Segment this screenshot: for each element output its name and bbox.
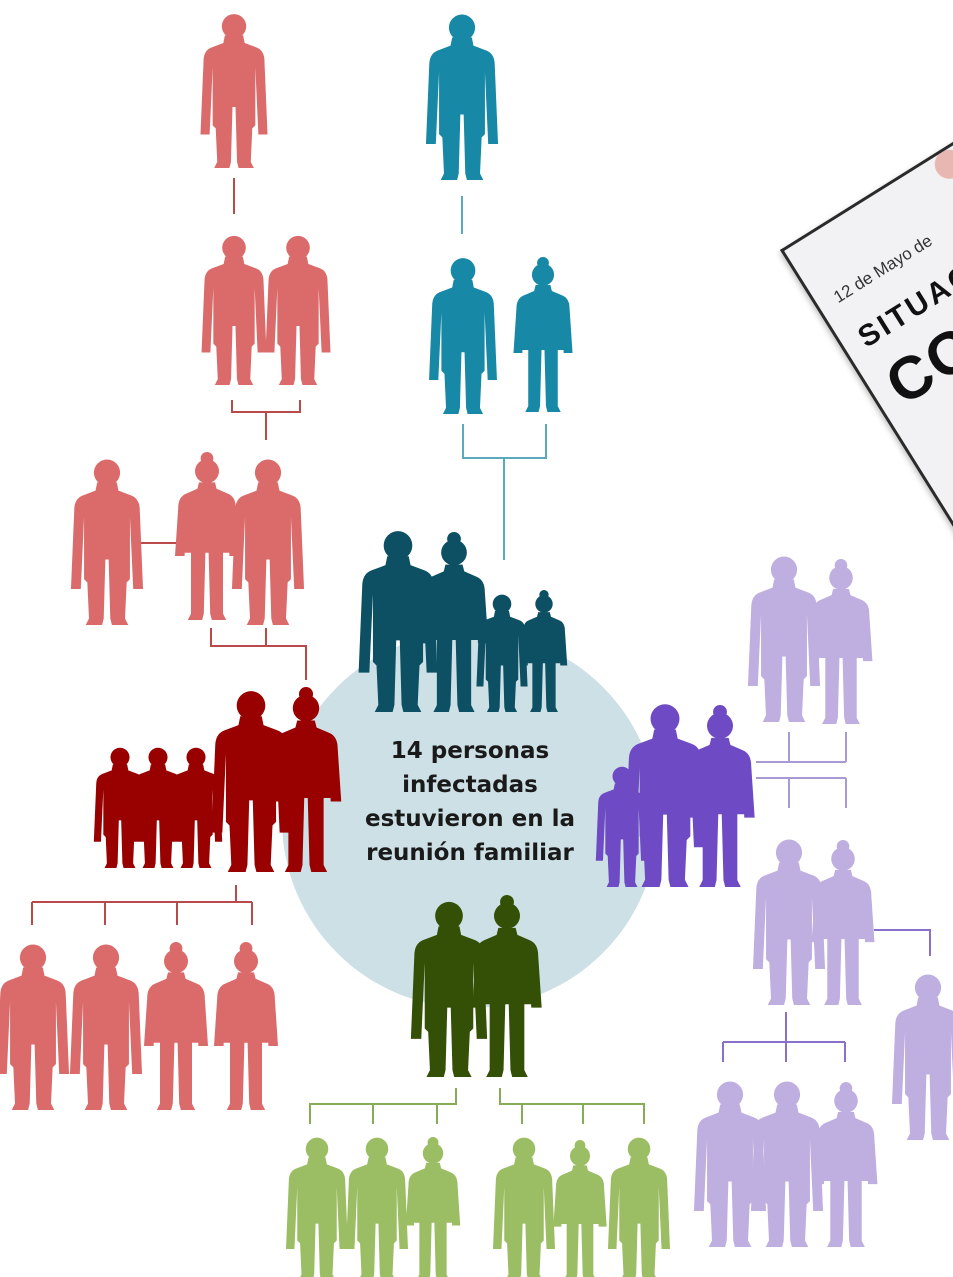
man-figure-lavender: [750, 1081, 824, 1247]
man-figure-salmon: [265, 235, 331, 385]
man-figure-light-green: [607, 1137, 671, 1277]
man-figure-light-green: [345, 1137, 409, 1277]
center-label-line4: reunión familiar: [366, 840, 574, 866]
man-figure-salmon: [70, 459, 144, 625]
man-figure-light-green: [285, 1137, 349, 1277]
man-figure-light-green: [492, 1137, 556, 1277]
connector-line-salmon: [210, 628, 307, 680]
man-figure-salmon: [0, 944, 70, 1110]
man-figure-salmon: [69, 944, 143, 1110]
man-figure-teal: [425, 14, 499, 180]
connector-line-purple: [722, 1012, 846, 1062]
man-figure-lavender: [891, 974, 953, 1140]
woman-figure-lavender: [814, 1082, 878, 1247]
connector-line-salmon: [31, 885, 253, 925]
connector-line-teal: [462, 424, 547, 560]
woman-figure-purple: [685, 705, 755, 887]
connector-line-light-green: [499, 1088, 645, 1124]
man-figure-teal: [429, 258, 497, 414]
woman-figure-salmon: [144, 942, 208, 1110]
man-figure-salmon: [231, 459, 305, 625]
connector-line-salmon: [231, 400, 301, 440]
center-circle: [282, 632, 658, 1008]
connector-line-light-green: [309, 1088, 457, 1124]
woman-figure-salmon: [175, 452, 239, 620]
center-label-line1: 14 personas: [390, 738, 550, 764]
man-figure-salmon: [201, 235, 267, 385]
woman-figure-light-green: [553, 1140, 607, 1277]
center-circle-shape: [282, 632, 658, 1008]
man-figure-lavender: [747, 556, 821, 722]
woman-figure-light-green: [405, 1137, 461, 1277]
connector-line-purple: [874, 929, 931, 956]
center-label-line3: estuvieron en la: [364, 806, 576, 832]
connector-line-lavender: [756, 732, 847, 808]
woman-figure-lavender: [811, 840, 875, 1005]
center-label: 14 personas infectadas estuvieron en la …: [330, 734, 610, 870]
woman-figure-salmon: [214, 942, 278, 1110]
connector-lines: [31, 178, 931, 1124]
man-figure-salmon: [200, 14, 268, 169]
center-label-line2: infectadas: [402, 772, 538, 798]
woman-figure-teal: [513, 257, 573, 412]
woman-figure-lavender: [809, 559, 873, 724]
